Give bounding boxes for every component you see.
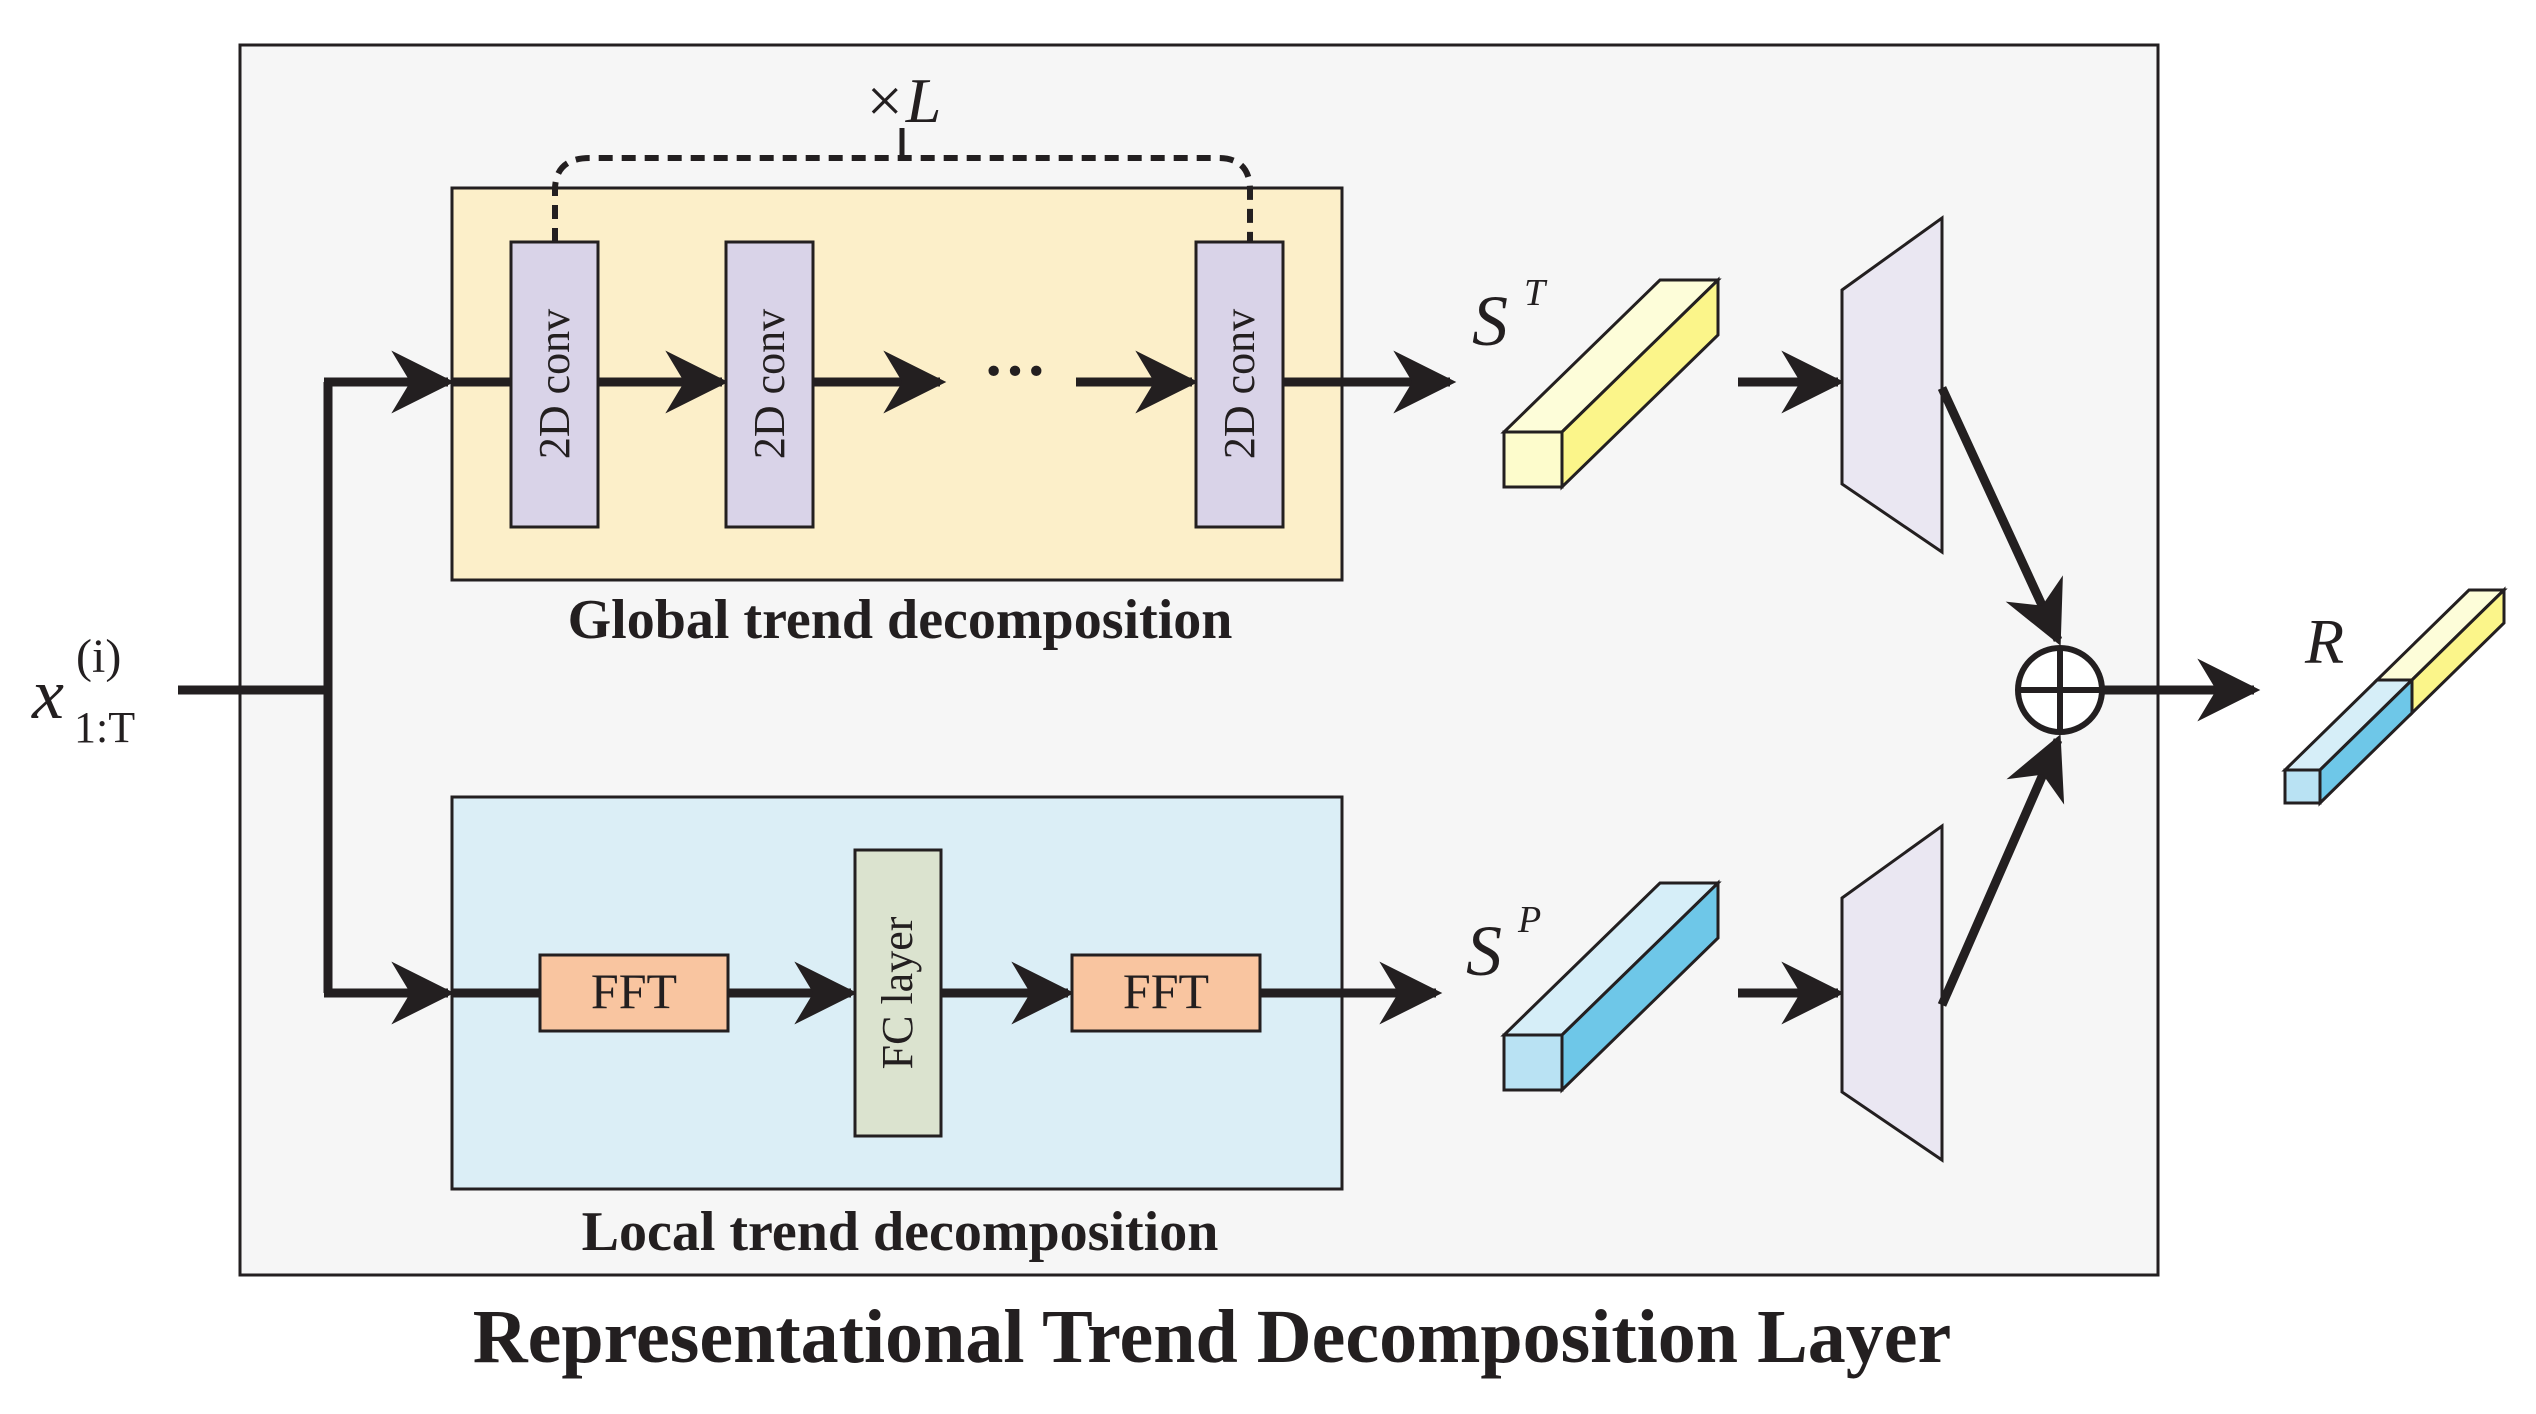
sum-node [2015, 645, 2105, 735]
global-trend-caption: Global trend decomposition [568, 589, 1233, 651]
r-label: R [2304, 606, 2344, 677]
sp-label: S P [1466, 899, 1541, 991]
arrow-projector-bottom-to-sum [1937, 734, 2065, 1007]
input-label: x (i) 1:T [31, 630, 135, 752]
fft-label-1: FFT [591, 963, 677, 1019]
conv-block-2 [724, 240, 815, 529]
repeat-label: ×L [863, 65, 942, 136]
conv-label-1: 2D conv [530, 309, 579, 459]
projector-top [1840, 215, 1944, 555]
ellipsis: ··· [983, 335, 1047, 406]
arrow-projector-top-to-sum [1937, 386, 2063, 646]
conv-label-2: 2D conv [745, 309, 794, 459]
conv-label-3: 2D conv [1215, 309, 1264, 459]
fc-layer-block [853, 848, 943, 1138]
st-superscript: T [1524, 272, 1548, 314]
local-trend-caption: Local trend decomposition [582, 1201, 1219, 1263]
sp-feature-prism [1500, 879, 1722, 1094]
input-subscript: 1:T [74, 703, 135, 752]
fft-block-2 [1070, 953, 1262, 1033]
input-superscript: (i) [76, 630, 121, 683]
conv-block-3 [1194, 240, 1285, 529]
diagram-title: Representational Trend Decomposition Lay… [473, 1295, 1951, 1379]
projector-bottom [1840, 823, 1944, 1163]
sp-superscript: P [1517, 899, 1541, 941]
r-output-prism [2281, 586, 2508, 807]
st-base: S [1472, 281, 1508, 361]
input-base: x [31, 654, 64, 734]
fft-label-2: FFT [1123, 963, 1209, 1019]
sp-base: S [1466, 911, 1502, 991]
fc-layer-label: FC layer [873, 916, 922, 1069]
st-feature-prism [1500, 276, 1722, 491]
st-label: S T [1472, 272, 1548, 361]
